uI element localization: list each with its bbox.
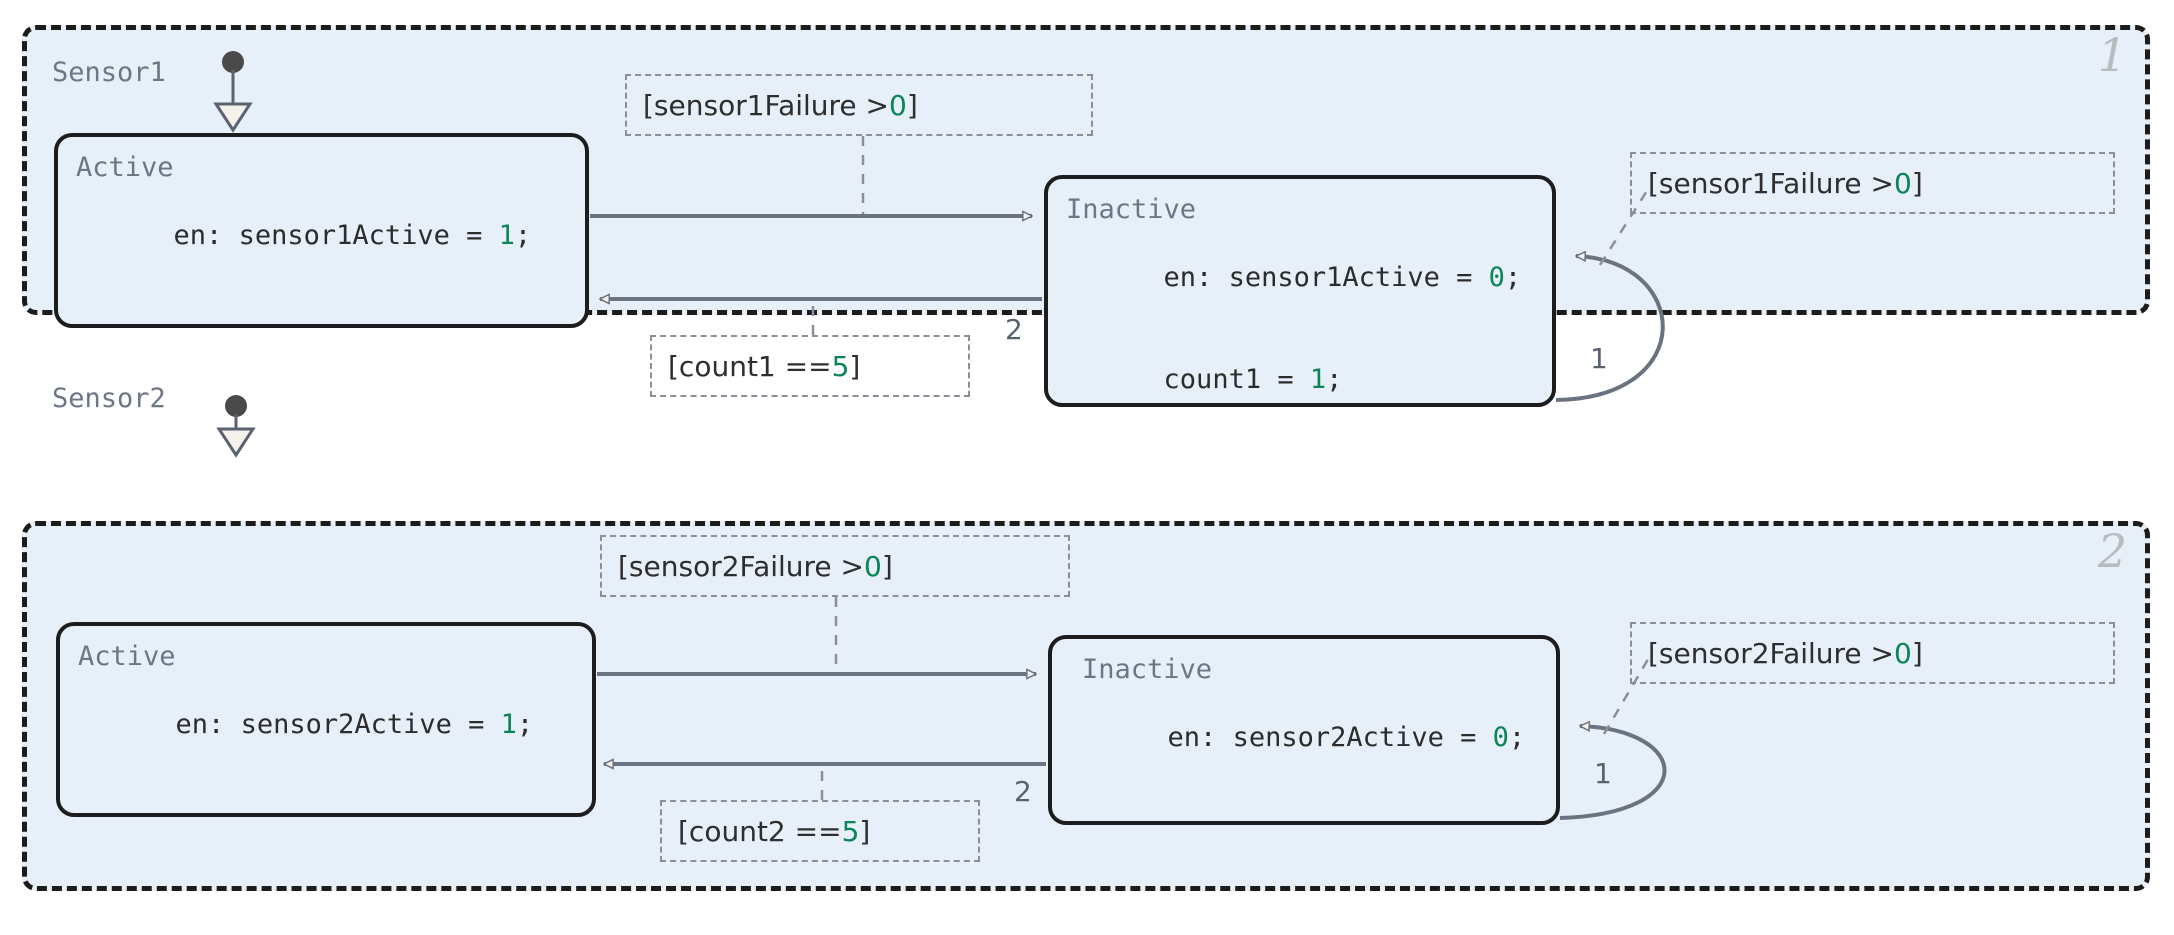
- guard-text: [sensor2Failure >: [618, 549, 865, 583]
- action-suffix: ;: [1330, 824, 1346, 825]
- action-suffix: ;: [1326, 364, 1343, 396]
- state-action-line: en: sensor2Active = 0;: [1070, 687, 1540, 789]
- state-action-line: count2 = 1;: [1070, 789, 1540, 825]
- guard-value: 5: [831, 349, 850, 383]
- guard-label-sensor1-failure-loop[interactable]: [sensor1Failure > 0]: [1630, 152, 2115, 214]
- action-value: 1: [500, 709, 517, 741]
- transition-order-number-2-sensor1: 2: [1005, 313, 1023, 346]
- guard-text: [count2 ==: [678, 814, 842, 848]
- guard-value: 0: [889, 88, 907, 122]
- transition-order-number-1-sensor1: 1: [1590, 342, 1608, 375]
- action-suffix: ;: [516, 709, 534, 741]
- action-text: en: sensor2Active =: [1167, 722, 1493, 754]
- action-suffix: ;: [1508, 722, 1526, 754]
- state-name-label: Inactive: [1066, 194, 1197, 225]
- guard-value: 0: [864, 549, 882, 583]
- transition-order-number-1-sensor2: 1: [1594, 757, 1612, 790]
- guard-text: [sensor1Failure >: [1648, 166, 1895, 200]
- guard-label-sensor1-failure-top[interactable]: [sensor1Failure > 0]: [625, 74, 1093, 136]
- guard-value: 5: [841, 814, 860, 848]
- action-value: 1: [1314, 824, 1330, 825]
- subchart-corner-number: 1: [2097, 28, 2127, 82]
- state-action-line: en: sensor1Active = 0;: [1066, 227, 1536, 329]
- guard-label-count2-equals-5[interactable]: [count2 == 5]: [660, 800, 980, 862]
- guard-text: [sensor1Failure >: [643, 88, 890, 122]
- guard-value: 0: [1894, 636, 1912, 670]
- subchart-title-sensor2: Sensor2: [52, 383, 166, 414]
- state-action-line: en: sensor1Active = 1;: [76, 185, 569, 287]
- guard-label-count1-equals-5[interactable]: [count1 == 5]: [650, 335, 970, 397]
- guard-value: 0: [1894, 166, 1912, 200]
- state-name-label: Active: [76, 152, 174, 183]
- state-inactive-sensor1[interactable]: Inactive en: sensor1Active = 0; count1 =…: [1044, 175, 1556, 407]
- action-value: 0: [1492, 722, 1509, 754]
- action-value: 1: [1309, 364, 1327, 396]
- guard-label-sensor2-failure-loop[interactable]: [sensor2Failure > 0]: [1630, 622, 2115, 684]
- guard-text: [count1 ==: [668, 349, 832, 383]
- state-name-label: Inactive: [1082, 654, 1213, 685]
- action-text: en: sensor2Active =: [175, 709, 501, 741]
- guard-suffix: ]: [849, 349, 861, 383]
- subchart-corner-number: 2: [2097, 524, 2127, 578]
- action-value: 1: [498, 220, 515, 252]
- guard-suffix: ]: [1911, 636, 1923, 670]
- state-active-sensor2[interactable]: Active en: sensor2Active = 1;: [56, 622, 596, 817]
- guard-label-sensor2-failure-top[interactable]: [sensor2Failure > 0]: [600, 535, 1070, 597]
- default-transition-sensor2: [216, 395, 256, 458]
- state-active-sensor1[interactable]: Active en: sensor1Active = 1;: [54, 133, 589, 328]
- state-action-line: en: sensor2Active = 1;: [78, 674, 576, 776]
- state-inactive-sensor2[interactable]: Inactive en: sensor2Active = 0; count2 =…: [1048, 635, 1560, 825]
- transition-order-number-2-sensor2: 2: [1014, 775, 1032, 808]
- action-value: 0: [1488, 262, 1505, 294]
- guard-suffix: ]: [1911, 166, 1923, 200]
- guard-suffix: ]: [906, 88, 918, 122]
- state-name-label: Active: [78, 641, 176, 672]
- state-action-line: count1 = 1;: [1066, 329, 1536, 403]
- subchart-title-sensor1: Sensor1: [52, 57, 166, 88]
- action-text: count1 =: [1163, 364, 1310, 396]
- guard-text: [sensor2Failure >: [1648, 636, 1895, 670]
- guard-suffix: ]: [859, 814, 871, 848]
- action-text: en: sensor1Active =: [173, 220, 499, 252]
- guard-suffix: ]: [881, 549, 893, 583]
- action-text: count2 =: [1168, 824, 1314, 825]
- action-suffix: ;: [514, 220, 532, 252]
- action-suffix: ;: [1504, 262, 1522, 294]
- action-text: en: sensor1Active =: [1163, 262, 1489, 294]
